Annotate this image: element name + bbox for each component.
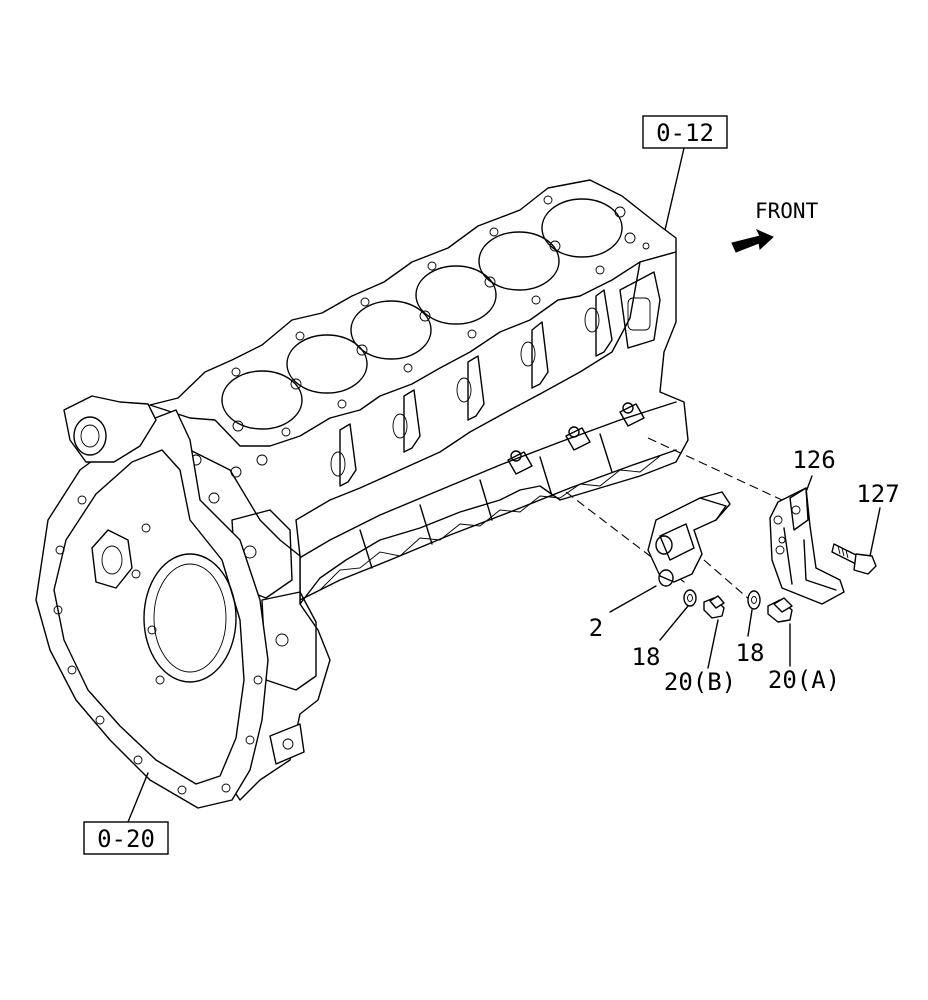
part-label-20a: 20(A) [768,666,840,694]
gasket-bolt-holes [231,195,650,437]
part-label-2: 2 [589,614,603,642]
housing-bore [143,553,237,683]
front-label: FRONT [755,199,819,223]
cylinder-bore-5 [286,334,368,394]
alignment-line-washer-18 [703,559,751,601]
reference-box-0-20[interactable]: 0-20 [83,821,169,855]
part-label-126: 126 [792,446,835,474]
leader-lines [127,475,881,823]
reference-label-0-20: 0-20 [97,825,155,853]
bolt-part-20b[interactable] [703,595,725,619]
reference-label-0-12: 0-12 [656,119,714,147]
part-label-127: 127 [856,480,899,508]
bolt-part-20a[interactable] [767,597,793,623]
cylinder-bore-4 [350,300,432,360]
cylinder-bore-1 [541,198,623,258]
bracket-part-126[interactable] [769,487,845,605]
housing-bolts [53,495,263,795]
cylinder-bore-6 [221,370,303,430]
leader-line-0-12 [661,147,685,244]
washer-part-18-right[interactable] [747,590,761,610]
cylinder-bore-3 [415,265,497,325]
alignment-line-bracket-126 [647,437,783,501]
front-arrow-icon [731,228,774,253]
bolt-part-127[interactable] [831,543,877,575]
bracket-part-2[interactable] [647,491,731,587]
oil-jet-nozzles [507,402,645,475]
part-label-20b: 20(B) [664,668,736,696]
part-label-18-right: 18 [736,639,765,667]
part-label-18-left: 18 [632,643,661,671]
washer-part-18-left[interactable] [683,589,697,607]
reference-box-0-12[interactable]: 0-12 [642,115,728,149]
cylinder-block [35,179,689,809]
cylinder-bore-2 [478,231,560,291]
